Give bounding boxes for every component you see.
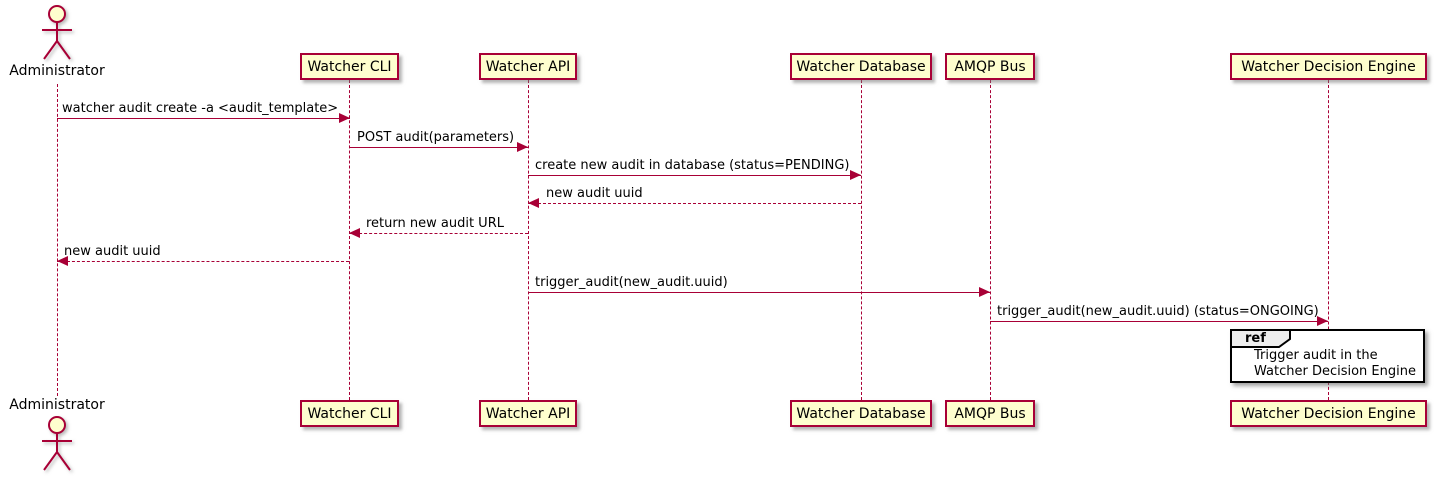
lifeline-amqp-bus [990, 80, 991, 400]
message-8-line [990, 321, 1328, 322]
lifeline-watcher-database [861, 80, 862, 400]
ref-fragment: ref Trigger audit in the Watcher Decisio… [1230, 329, 1425, 383]
ref-tab-icon [1230, 329, 1291, 348]
ref-tab-label: ref [1245, 331, 1266, 346]
message-2-arrowhead-icon [517, 142, 528, 152]
lifeline-administrator [57, 84, 58, 396]
ref-text-line2: Watcher Decision Engine [1254, 364, 1416, 379]
participant-top-watcher-api: Watcher API [479, 53, 577, 80]
message-4-arrowhead-icon [528, 198, 539, 208]
message-8-label: trigger_audit(new_audit.uuid) (status=ON… [997, 304, 1319, 319]
ref-text: Trigger audit in the Watcher Decision En… [1254, 348, 1416, 380]
message-4-line [528, 203, 861, 204]
participant-top-amqp-bus: AMQP Bus [945, 53, 1035, 80]
message-7-line [528, 292, 990, 293]
actor-label-top: Administrator [9, 63, 105, 79]
participant-bottom-watcher-database: Watcher Database [790, 400, 932, 427]
message-6-label: new audit uuid [64, 244, 161, 259]
message-1-line [57, 118, 350, 119]
message-6-arrowhead-icon [57, 256, 68, 266]
participant-bottom-watcher-api: Watcher API [479, 400, 577, 427]
message-2-label: POST audit(parameters) [357, 130, 515, 145]
lifeline-watcher-api [528, 80, 529, 400]
message-7-label: trigger_audit(new_audit.uuid) [535, 275, 728, 290]
participant-top-watcher-decision-engine: Watcher Decision Engine [1230, 53, 1427, 80]
message-2-line [349, 147, 528, 148]
actor-icon-top [42, 5, 72, 60]
ref-text-line1: Trigger audit in the [1254, 348, 1378, 363]
message-1-arrowhead-icon [339, 113, 350, 123]
message-5-label: return new audit URL [366, 216, 504, 231]
message-7-arrowhead-icon [979, 287, 990, 297]
lifeline-watcher-decision-engine [1328, 80, 1329, 400]
message-3-line [528, 175, 861, 176]
message-3-arrowhead-icon [850, 170, 861, 180]
participant-top-watcher-cli: Watcher CLI [300, 53, 399, 80]
actor-icon-bottom [42, 416, 72, 471]
message-4-label: new audit uuid [546, 186, 643, 201]
participant-top-watcher-database: Watcher Database [790, 53, 932, 80]
message-5-line [349, 233, 528, 234]
message-3-label: create new audit in database (status=PEN… [535, 158, 850, 173]
message-5-arrowhead-icon [349, 228, 360, 238]
actor-label-bottom: Administrator [9, 397, 105, 413]
message-8-arrowhead-icon [1317, 316, 1328, 326]
participant-bottom-watcher-cli: Watcher CLI [300, 400, 399, 427]
message-1-label: watcher audit create -a <audit_template> [62, 101, 339, 116]
message-6-line [57, 261, 349, 262]
participant-bottom-amqp-bus: AMQP Bus [945, 400, 1035, 427]
lifeline-watcher-cli [349, 80, 350, 400]
participant-bottom-watcher-decision-engine: Watcher Decision Engine [1230, 400, 1427, 427]
